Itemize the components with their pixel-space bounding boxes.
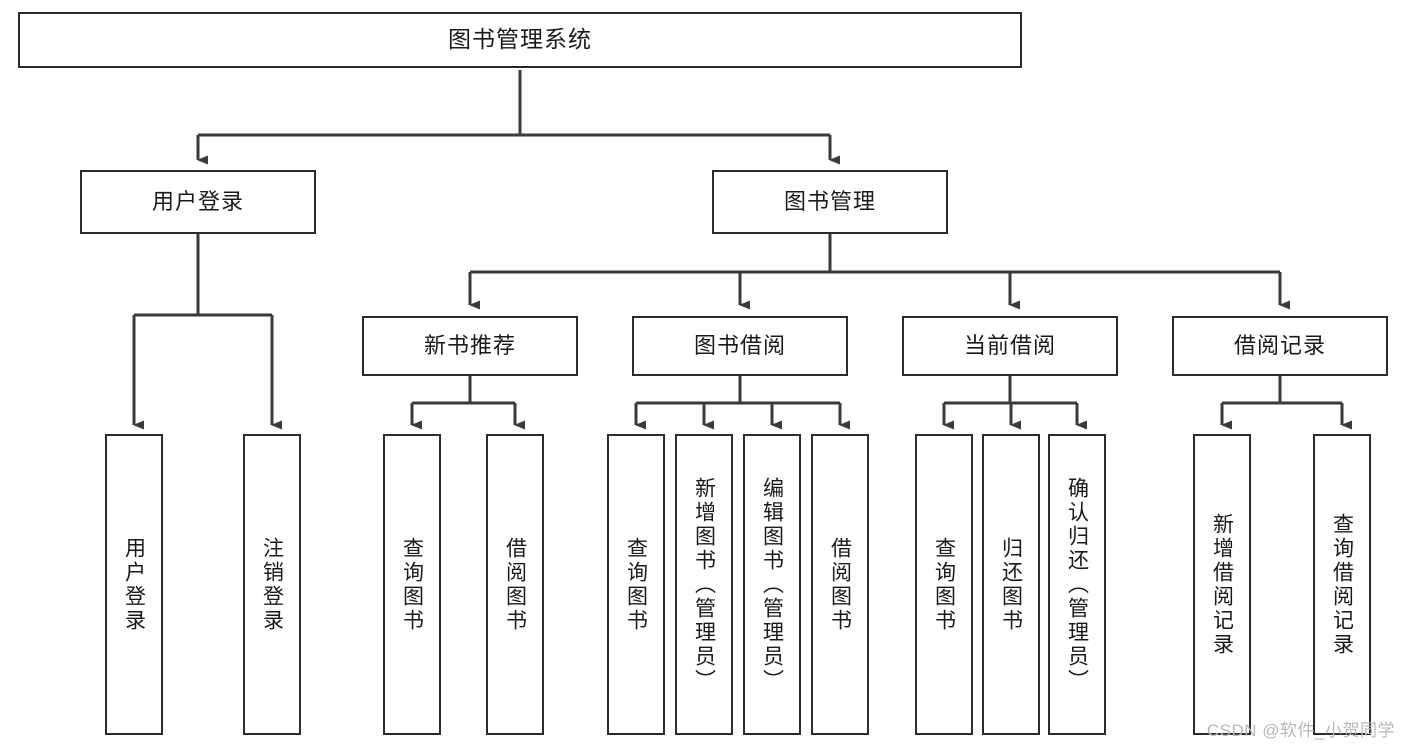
leaf-current-return-book[interactable]: 归还图书 — [982, 434, 1040, 735]
leaf-record-query-record[interactable]: 查询借阅记录 — [1313, 434, 1371, 735]
leaf-label: 归还图书 — [999, 536, 1023, 633]
leaf-label: 注销登录 — [260, 536, 284, 633]
node-root-system[interactable]: 图书管理系统 — [18, 12, 1022, 68]
node-new-book-recommend[interactable]: 新书推荐 — [362, 316, 578, 376]
leaf-recommend-borrow-book[interactable]: 借阅图书 — [486, 434, 544, 735]
node-user-login[interactable]: 用户登录 — [80, 170, 316, 234]
leaf-label: 编辑图书（管理员） — [760, 476, 784, 693]
node-borrow-record[interactable]: 借阅记录 — [1172, 316, 1388, 376]
leaf-label: 查询图书 — [624, 536, 648, 633]
node-current-borrow[interactable]: 当前借阅 — [902, 316, 1118, 376]
leaf-label: 查询图书 — [400, 536, 424, 633]
leaf-user-login-logout[interactable]: 注销登录 — [243, 434, 301, 735]
leaf-current-query-book[interactable]: 查询图书 — [915, 434, 973, 735]
node-book-management[interactable]: 图书管理 — [712, 170, 948, 234]
leaf-borrow-query-book[interactable]: 查询图书 — [607, 434, 665, 735]
leaf-recommend-query-book[interactable]: 查询图书 — [383, 434, 441, 735]
leaf-label: 借阅图书 — [503, 536, 527, 633]
leaf-label: 新增借阅记录 — [1210, 512, 1234, 657]
node-book-borrow[interactable]: 图书借阅 — [632, 316, 848, 376]
leaf-record-add-record[interactable]: 新增借阅记录 — [1193, 434, 1251, 735]
leaf-borrow-edit-book-admin[interactable]: 编辑图书（管理员） — [743, 434, 801, 735]
leaf-current-confirm-return-admin[interactable]: 确认归还（管理员） — [1048, 434, 1106, 735]
leaf-label: 用户登录 — [122, 536, 146, 633]
leaf-user-login-login[interactable]: 用户登录 — [105, 434, 163, 735]
leaf-label: 借阅图书 — [828, 536, 852, 633]
csdn-watermark: CSDN @软件_小贺同学 — [1206, 721, 1395, 740]
leaf-borrow-add-book-admin[interactable]: 新增图书（管理员） — [675, 434, 733, 735]
leaf-label: 查询借阅记录 — [1330, 512, 1354, 657]
leaf-label: 查询图书 — [932, 536, 956, 633]
leaf-label: 确认归还（管理员） — [1065, 476, 1089, 693]
leaf-borrow-borrow-book[interactable]: 借阅图书 — [811, 434, 869, 735]
leaf-label: 新增图书（管理员） — [692, 476, 716, 693]
